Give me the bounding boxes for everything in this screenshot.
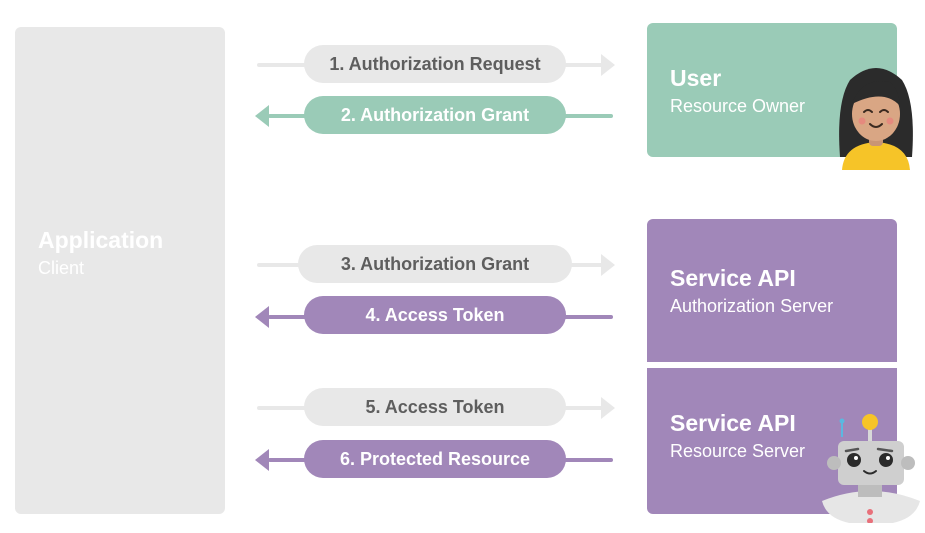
robot-icon: [822, 414, 920, 523]
client-title: Application: [38, 227, 164, 253]
flow-1-label: 1. Authorization Request: [304, 45, 566, 83]
arrow-left-icon: [255, 449, 269, 471]
authorization-server-box: Service API Authorization Server: [647, 219, 897, 362]
user-title: User: [670, 65, 722, 91]
authorization-server-title: Service API: [670, 265, 796, 291]
resource-server-title: Service API: [670, 410, 796, 436]
woman-avatar-icon: [839, 68, 913, 170]
authorization-server-subtitle: Authorization Server: [670, 296, 834, 316]
arrow-right-icon: [601, 54, 615, 76]
resource-server-subtitle: Resource Server: [670, 441, 806, 461]
arrow-right-icon: [601, 254, 615, 276]
flow-6-label: 6. Protected Resource: [304, 440, 566, 478]
flow-4-label: 4. Access Token: [304, 296, 566, 334]
arrow-right-icon: [601, 397, 615, 419]
arrow-left-icon: [255, 306, 269, 328]
client-box: Application Client: [15, 27, 225, 514]
client-subtitle: Client: [38, 258, 85, 278]
user-subtitle: Resource Owner: [670, 96, 806, 116]
flow-3-label: 3. Authorization Grant: [298, 245, 572, 283]
flow-2-label: 2. Authorization Grant: [304, 96, 566, 134]
arrow-left-icon: [255, 105, 269, 127]
flow-5-label: 5. Access Token: [304, 388, 566, 426]
